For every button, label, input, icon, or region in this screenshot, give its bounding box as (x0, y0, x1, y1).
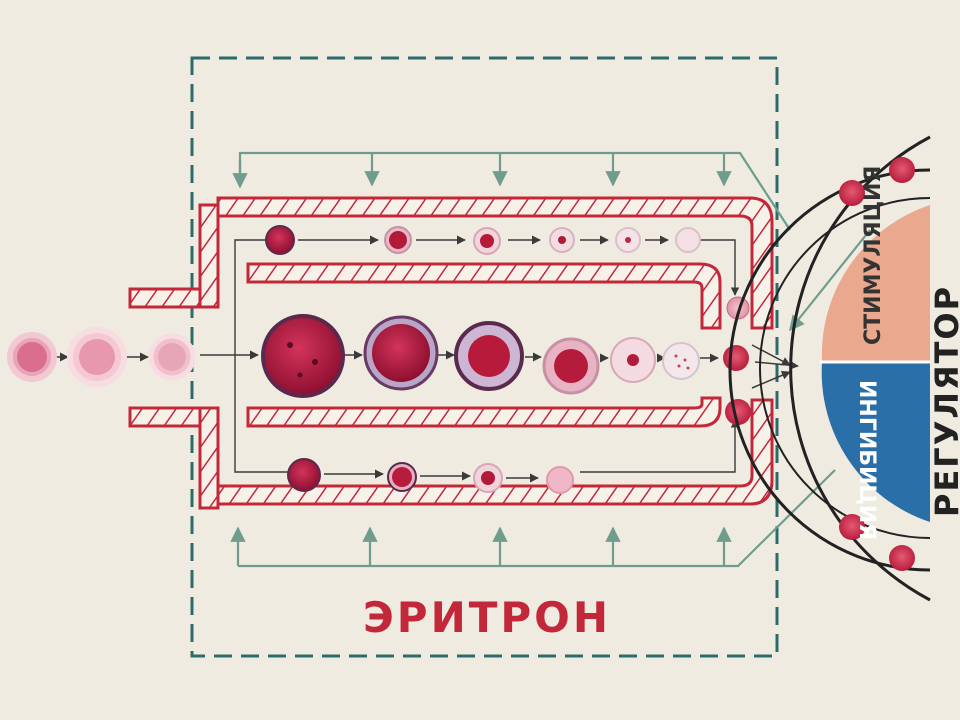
top-cell-row (265, 225, 701, 255)
stimulation-label: СТИМУЛЯЦИЯ (861, 166, 886, 345)
erythrocyte-exit-3 (725, 399, 751, 425)
flow-arrows (55, 235, 799, 483)
channel-lines (234, 239, 740, 473)
regulator: СТИМУЛЯЦИЯ ИНГИБИЦИЯ РЕГУЛЯТОР (728, 135, 960, 602)
main-cell-row (261, 296, 751, 425)
stimulation-sector (821, 205, 930, 362)
inhibition-label: ИНГИБИЦИЯ (854, 380, 879, 540)
regulator-label: РЕГУЛЯТОР (928, 285, 960, 517)
erythroblast-cell (261, 314, 345, 398)
bottom-feedback-arrows (230, 229, 871, 568)
bottom-cell-row (287, 458, 574, 494)
top-feedback-arrows (232, 151, 791, 231)
erythron-title: ЭРИТРОН (363, 593, 611, 642)
inhibition-sector (821, 362, 930, 522)
marrow-tube (128, 196, 774, 510)
progenitor-cells (7, 327, 196, 387)
reticulocyte-cell (662, 342, 700, 380)
erythrocyte-exit-2 (723, 345, 749, 371)
